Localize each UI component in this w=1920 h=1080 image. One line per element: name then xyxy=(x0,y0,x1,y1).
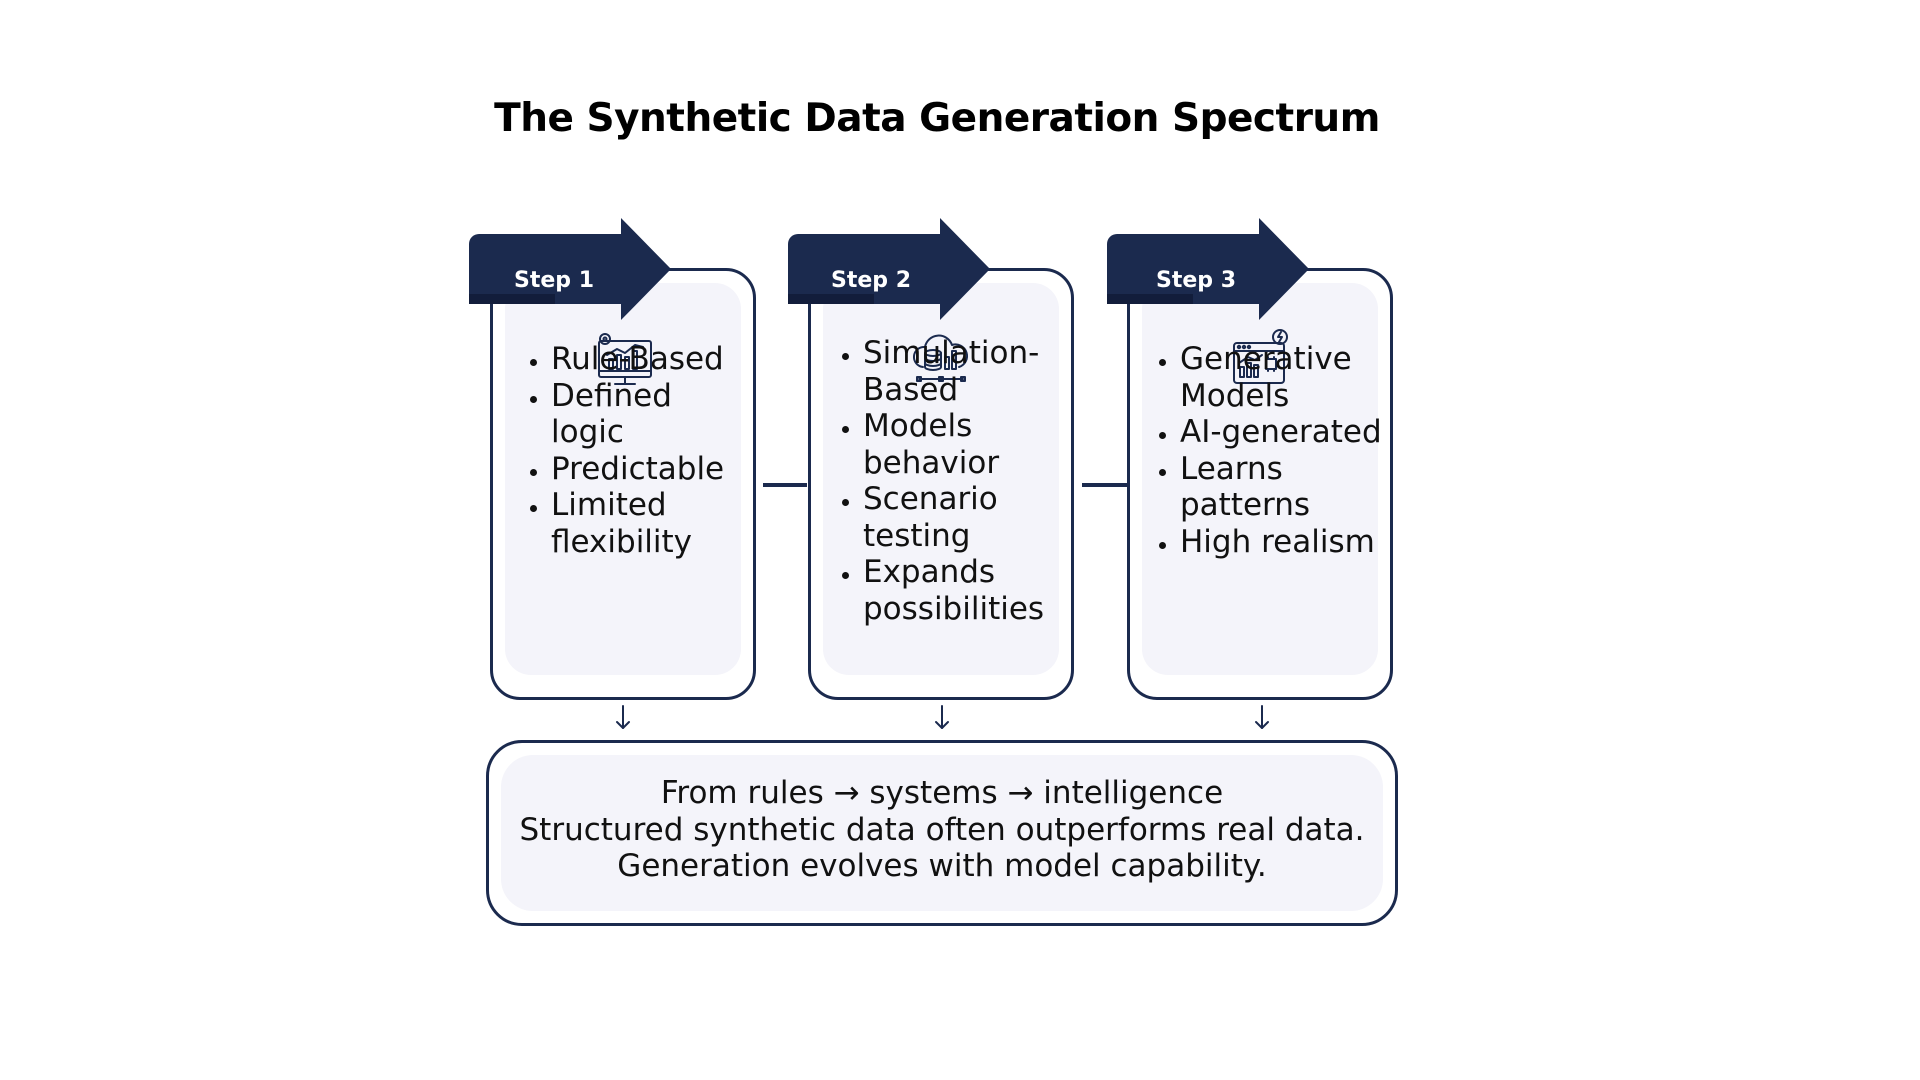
down-arrow-icon xyxy=(1255,705,1269,729)
down-arrow-icon xyxy=(935,705,949,729)
bullet-item: Models behavior xyxy=(863,408,1071,481)
step-card-panel xyxy=(505,283,741,675)
step-card-1: Rule-Based Defined logic Predictable Lim… xyxy=(490,268,756,700)
bullet-item: Simulation-Based xyxy=(863,335,1071,408)
bullet-item: Expands possibilities xyxy=(863,554,1071,627)
cloud-database-chart-icon xyxy=(913,334,969,382)
step-card-panel xyxy=(823,283,1059,675)
summary-line-2: Structured synthetic data often outperfo… xyxy=(519,811,1365,848)
connector-line-2-3 xyxy=(1082,483,1127,487)
down-arrow-icon xyxy=(616,705,630,729)
step-card-2: Simulation-Based Models behavior Scenari… xyxy=(808,268,1074,700)
summary-text: From rules → systems → intelligence Stru… xyxy=(489,775,1395,885)
step-card-panel xyxy=(1142,283,1378,675)
bullet-item: Defined logic xyxy=(551,378,747,451)
summary-line-1: From rules → systems → intelligence xyxy=(660,775,1224,811)
bullet-item: Predictable xyxy=(551,451,747,488)
summary-box: From rules → systems → intelligence Stru… xyxy=(486,740,1398,926)
step-2-bullets: Simulation-Based Models behavior Scenari… xyxy=(833,335,1071,627)
bullet-item: Scenario testing xyxy=(863,481,1071,554)
bullet-item: Learns patterns xyxy=(1180,451,1390,524)
step-1-arrow-banner xyxy=(469,218,671,320)
step-2-arrow-banner xyxy=(788,218,990,320)
step-3-bullets: Generative Models AI-generated Learns pa… xyxy=(1150,341,1390,560)
summary-line-3: Generation evolves with model capability… xyxy=(617,848,1267,884)
step-1-label: Step 1 xyxy=(514,268,594,293)
summary-panel xyxy=(501,755,1383,911)
browser-chart-chip-icon xyxy=(1233,329,1288,384)
bullet-item: Rule-Based xyxy=(551,341,747,378)
step-card-3: Generative Models AI-generated Learns pa… xyxy=(1127,268,1393,700)
bullet-item: Limited flexibility xyxy=(551,487,747,560)
step-1-bullets: Rule-Based Defined logic Predictable Lim… xyxy=(521,341,747,560)
bullet-item: AI-generated xyxy=(1180,414,1390,451)
bullet-item: High realism xyxy=(1180,524,1390,561)
page-title: The Synthetic Data Generation Spectrum xyxy=(494,96,1380,141)
step-3-arrow-banner xyxy=(1107,218,1309,320)
step-3-label: Step 3 xyxy=(1156,268,1236,293)
step-2-label: Step 2 xyxy=(831,268,911,293)
bullet-item: Generative Models xyxy=(1180,341,1390,414)
connector-line-1-2 xyxy=(763,483,807,487)
monitor-chart-gear-icon xyxy=(598,333,652,385)
